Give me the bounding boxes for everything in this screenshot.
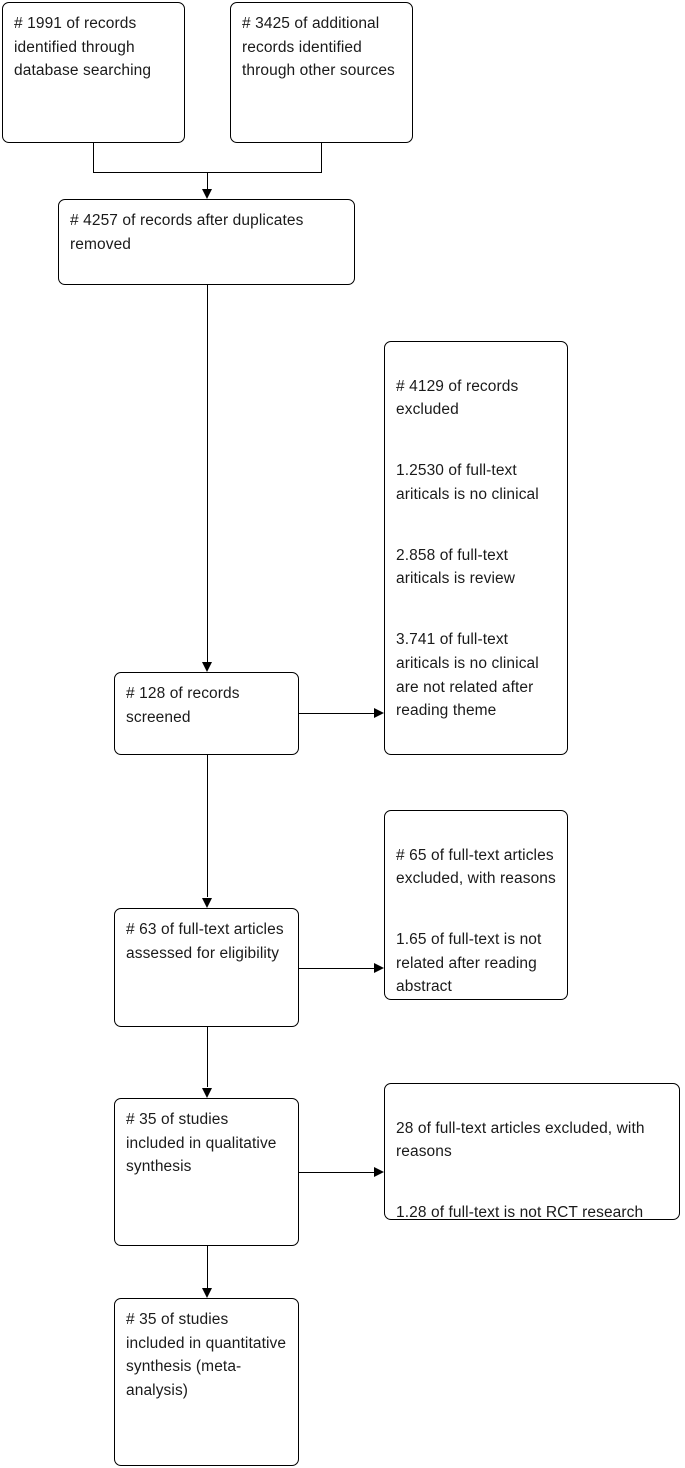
qualitative-excluded-line-2: 1.28 of full-text is not RCT research bbox=[396, 1204, 644, 1222]
node-studies-included-qualitative-synthesis: # 35 of studies included in qualitative … bbox=[114, 1098, 299, 1246]
arrowhead-into-quantitative-synthesis bbox=[202, 1288, 212, 1298]
full-text-excluded-line-1: # 65 of full-text articles excluded, wit… bbox=[396, 846, 556, 888]
connector-eligibility-to-qualitative bbox=[207, 1027, 208, 1087]
records-excluded-line-1: # 4129 of records excluded bbox=[396, 377, 519, 419]
connector-qualitative-to-quantitative bbox=[207, 1246, 208, 1288]
connector-identification-left-drop bbox=[93, 143, 94, 173]
connector-screened-to-eligibility bbox=[207, 755, 208, 897]
node-studies-included-quantitative-synthesis: # 35 of studies included in quantitative… bbox=[114, 1298, 299, 1466]
records-excluded-line-4: 3.741 of full-text ariticals is no clini… bbox=[396, 631, 539, 720]
node-records-identified-database-searching: # 1991 of records identified through dat… bbox=[2, 2, 185, 143]
arrowhead-into-excluded-not-rct bbox=[374, 1167, 384, 1177]
connector-qualitative-to-excluded bbox=[299, 1172, 375, 1173]
node-full-text-articles-excluded-not-rct: 28 of full-text articles excluded, with … bbox=[384, 1083, 680, 1221]
records-excluded-line-2: 1.2530 of full-text ariticals is no clin… bbox=[396, 462, 539, 503]
connector-screened-to-excluded bbox=[299, 713, 375, 714]
qualitative-excluded-line-1: 28 of full-text articles excluded, with … bbox=[396, 1119, 645, 1161]
connector-eligibility-to-excluded bbox=[299, 968, 375, 969]
node-additional-records-other-sources: # 3425 of additional records identified … bbox=[230, 2, 413, 143]
node-records-excluded: # 4129 of records excluded 1.2530 of ful… bbox=[384, 341, 568, 755]
arrowhead-into-eligibility bbox=[202, 898, 212, 908]
full-text-excluded-line-2: 1.65 of full-text is not related after r… bbox=[396, 931, 542, 996]
node-full-text-articles-excluded: # 65 of full-text articles excluded, wit… bbox=[384, 810, 568, 1000]
node-records-screened: # 128 of records screened bbox=[114, 672, 299, 755]
arrowhead-into-full-text-excluded bbox=[374, 963, 384, 973]
node-full-text-articles-assessed: # 63 of full-text articles assessed for … bbox=[114, 908, 299, 1027]
connector-identification-right-drop bbox=[321, 143, 322, 173]
arrowhead-into-qualitative-synthesis bbox=[202, 1088, 212, 1098]
arrowhead-into-duplicates-removed bbox=[202, 189, 212, 199]
arrowhead-into-records-screened bbox=[202, 662, 212, 672]
connector-duplicates-to-screened bbox=[207, 285, 208, 670]
connector-identification-to-duplicates bbox=[207, 172, 208, 190]
arrowhead-into-records-excluded bbox=[374, 708, 384, 718]
records-excluded-line-3: 2.858 of full-text ariticals is review bbox=[396, 546, 516, 588]
node-records-after-duplicates-removed: # 4257 of records after duplicates remov… bbox=[58, 199, 355, 285]
